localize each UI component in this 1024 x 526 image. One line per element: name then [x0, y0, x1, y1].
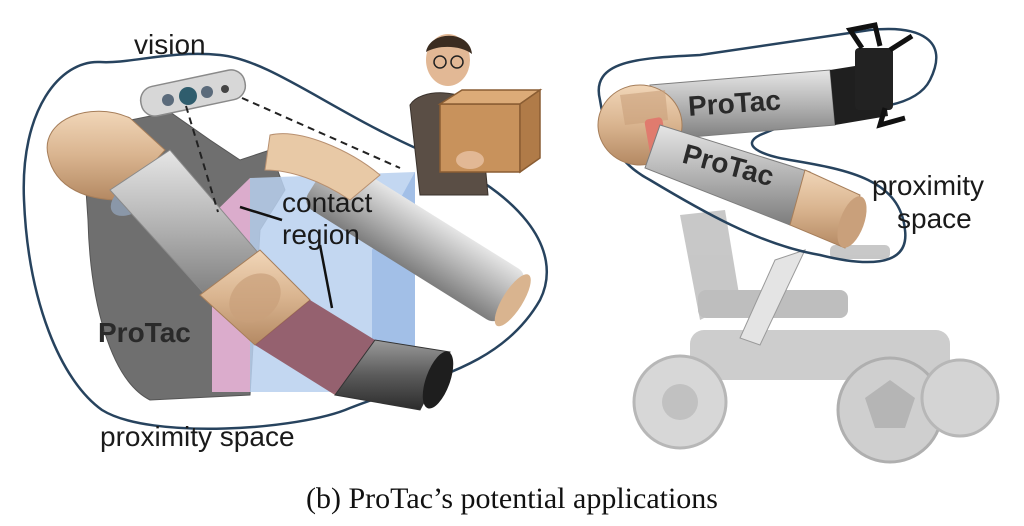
label-protac-left: ProTac: [98, 317, 191, 348]
lower-link: [644, 124, 867, 249]
main-arm: [46, 110, 454, 411]
label-region: region: [282, 219, 360, 250]
figure-caption: (b) ProTac’s potential applications: [306, 482, 718, 515]
label-proximity-right: proximity: [872, 170, 984, 201]
label-protac-upper: ProTac: [687, 84, 782, 121]
gripper-icon: [845, 22, 914, 129]
region-pointer: [318, 244, 334, 309]
label-contact: contact: [282, 187, 372, 218]
contact-pointer: [239, 205, 283, 222]
right-panel: ProTac ProTac proximity space: [597, 22, 1000, 464]
shoulder-segment: [264, 133, 381, 201]
label-proximity-space-left: proximity space: [100, 421, 295, 452]
vision-ray-1: [185, 105, 219, 213]
wheelchair-icon: [632, 210, 1000, 464]
label-vision: vision: [134, 29, 206, 60]
arm-mount: [739, 249, 806, 346]
person-with-box-icon: [409, 34, 543, 196]
camera-icon: [139, 69, 247, 117]
label-space-right: space: [897, 203, 972, 234]
back-link: [306, 157, 531, 327]
vision-ray-2: [241, 97, 401, 169]
proximity-space-outline-right: [597, 27, 938, 264]
left-panel: vision contact region ProTac proximity s…: [22, 29, 549, 452]
